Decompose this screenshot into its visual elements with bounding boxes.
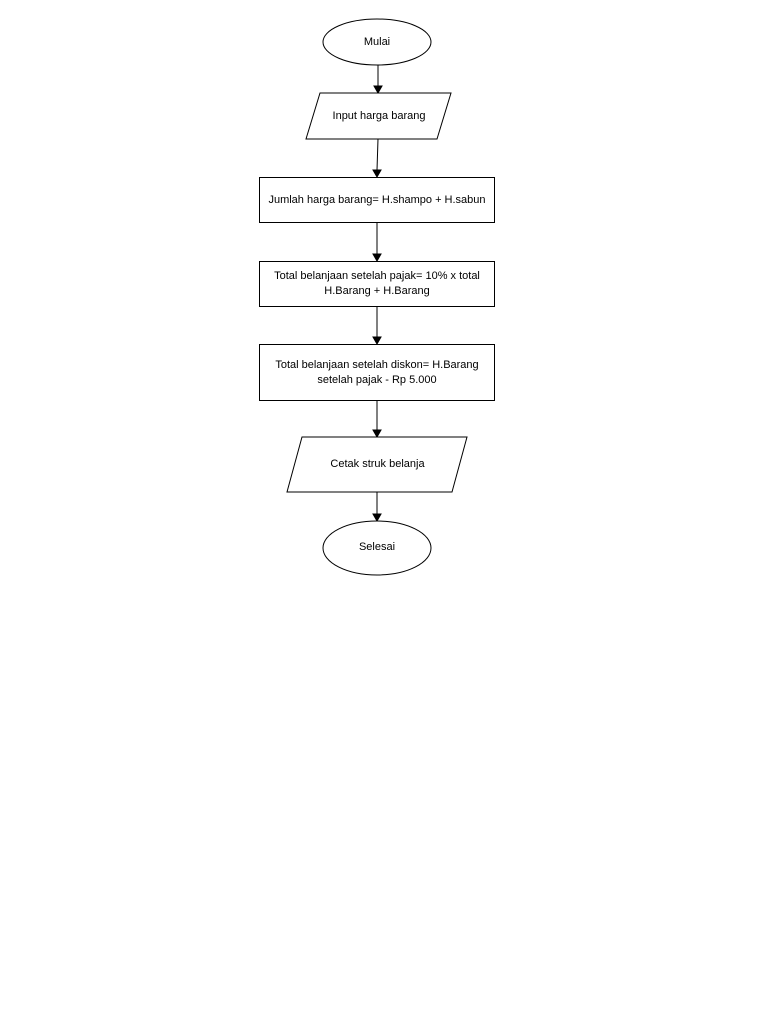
end-label: Selesai — [358, 540, 396, 553]
process-discount-box — [259, 344, 495, 401]
start-terminator-shape — [322, 18, 432, 66]
process-sum-box — [259, 177, 495, 223]
arrowhead-tax-to-discount — [372, 336, 382, 346]
start-label: Mulai — [363, 35, 391, 48]
process-tax-box — [259, 261, 495, 307]
output-label: Cetak struk belanja — [330, 457, 425, 470]
end-terminator-shape — [322, 520, 432, 576]
output-parallelogram-shape — [286, 436, 468, 493]
arrowhead-start-to-input — [373, 85, 383, 95]
arrowhead-input-to-sum — [372, 169, 382, 179]
arrowhead-output-to-end — [372, 513, 382, 523]
input-parallelogram-shape — [305, 92, 452, 140]
arrowhead-discount-to-output — [372, 429, 382, 439]
arrow-input-to-sum — [376, 138, 379, 171]
process-sum-label: Jumlah harga barang= H.shampo + H.sabun — [268, 193, 486, 206]
process-discount-label: Total belanjaan setelah diskon= H.Barang… — [275, 358, 479, 386]
arrowhead-sum-to-tax — [372, 253, 382, 263]
process-tax-label: Total belanjaan setelah pajak= 10% x tot… — [274, 270, 480, 297]
input-label: Input harga barang — [332, 109, 426, 122]
